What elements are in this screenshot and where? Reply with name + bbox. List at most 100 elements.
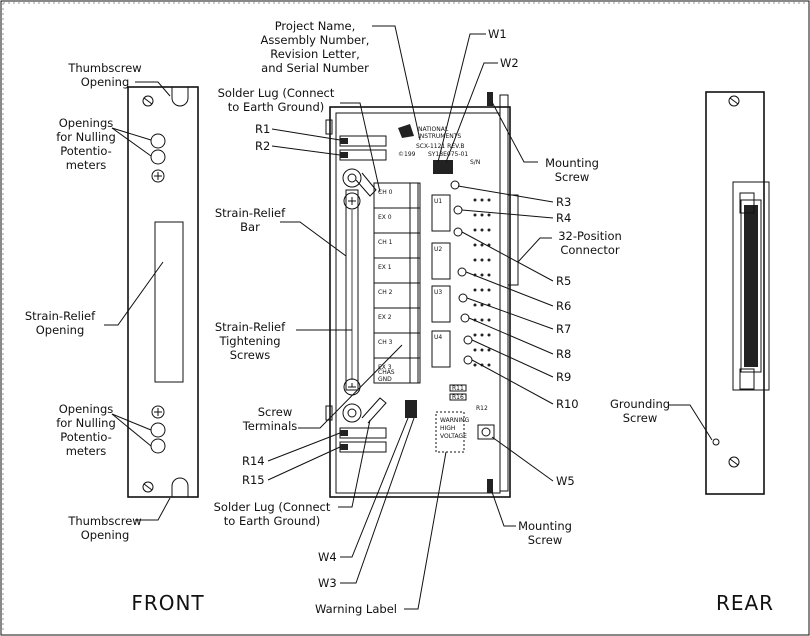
r11-label: R11 [452, 385, 464, 392]
ic-u3 [431, 285, 451, 323]
front-title: FRONT [131, 591, 204, 615]
mounting-bottom-label-l1: Mounting [518, 519, 572, 533]
terminal-ex1: EX 1 [378, 264, 392, 271]
mounting-top-label-l1: Mounting [545, 156, 599, 170]
ic-u4 [431, 330, 451, 368]
strain-relief-opening-label-l1: Strain-Relief [25, 309, 96, 323]
rear-title: REAR [716, 591, 774, 615]
w2-label: W2 [500, 56, 519, 70]
u1-label: U1 [434, 198, 442, 205]
nulling-bottom-label-l1: Openings [59, 402, 114, 416]
ic-u2 [431, 242, 451, 280]
nulling-opening [150, 422, 166, 438]
thumbscrew-bottom-label-l2: Opening [81, 528, 130, 542]
front-labels: Thumbscrew Opening Openings for Nulling … [25, 61, 204, 615]
u4-label: U4 [434, 334, 442, 341]
strain-relief-bar-label-l2: Bar [240, 220, 260, 234]
warning-label-graphic: WARNING HIGH VOLTAGE [435, 411, 470, 453]
grounding-label-l2: Screw [623, 411, 658, 425]
board-model: SCX-1121 REV.B [416, 143, 464, 150]
solder-lug-bottom-label-l2: to Earth Ground) [224, 514, 320, 528]
u2-label: U2 [434, 246, 442, 253]
front-panel [127, 86, 199, 498]
strain-relief-screw [343, 192, 361, 210]
terminal-ch3: CH 3 [378, 339, 393, 346]
thumbscrew-top-label-l1: Thumbscrew [67, 61, 141, 75]
terminal-ch2: CH 2 [378, 289, 393, 296]
nulling-bottom-label-l3: Potentio- [60, 430, 112, 444]
nulling-bottom-label-l2: for Nulling [56, 416, 116, 430]
warning-text-3: VOLTAGE [440, 433, 467, 440]
u3-label: U3 [434, 289, 442, 296]
nulling-top-label-l3: Potentio- [60, 144, 112, 158]
screw-terminals-label-l1: Screw [258, 405, 293, 419]
nulling-bottom-label-l4: meters [66, 444, 107, 458]
module-board: NATIONAL INSTRUMENTS SCX-1121 REV.B ©199… [325, 92, 519, 498]
brand-line-2: INSTRUMENTS [418, 133, 461, 140]
r16-label: R16 [452, 394, 464, 401]
tightening-label-l1: Strain-Relief [215, 320, 286, 334]
mounting-bottom-label-l2: Screw [528, 533, 563, 547]
brand-line-1: NATIONAL [418, 126, 449, 133]
thumbscrew-opening-bottom [171, 477, 189, 497]
nulling-top-label-l1: Openings [59, 116, 114, 130]
r6-label: R6 [556, 299, 571, 313]
nulling-opening [150, 133, 166, 149]
nulling-opening [150, 438, 166, 454]
solder-lug-bottom [342, 403, 362, 423]
thumbscrew-opening-top [171, 87, 189, 107]
gnd-label: GND [378, 376, 392, 383]
tightening-label-l3: Screws [230, 348, 271, 362]
r15-label: R15 [242, 473, 265, 487]
project-label-l1: Project Name, [275, 19, 356, 33]
chas-label: CHAS [378, 369, 395, 376]
terminal-ch1: CH 1 [378, 239, 393, 246]
nulling-opening [150, 149, 166, 165]
r2-label: R2 [255, 139, 270, 153]
connector-label-l1: 32-Position [558, 229, 622, 243]
project-label-l3: Revision Letter, [270, 47, 359, 61]
r5-label: R5 [556, 274, 571, 288]
rear-connector [732, 181, 770, 391]
r9-label: R9 [556, 370, 571, 384]
grounding-screw [712, 438, 720, 446]
warning-text-1: WARNING [440, 417, 470, 424]
grounding-label-l1: Grounding [610, 397, 670, 411]
center-right-labels: W1 W2 Mounting Screw R3 R4 32-Position C… [437, 27, 622, 547]
w5-label: W5 [556, 474, 575, 488]
tightening-label-l2: Tightening [218, 334, 280, 348]
terminal-ex3: EX 3 [378, 364, 392, 371]
warning-label-text: Warning Label [315, 602, 397, 616]
rear-panel: Grounding Screw REAR [610, 91, 774, 615]
jumper-w5 [477, 424, 495, 440]
w3-label: W3 [318, 576, 337, 590]
project-label-l2: Assembly Number, [261, 33, 370, 47]
solder-lug-top [342, 168, 362, 188]
thumbscrew-bottom-label-l1: Thumbscrew [67, 514, 141, 528]
r3-label: R3 [556, 195, 571, 209]
r7-label: R7 [556, 322, 571, 336]
board-serial: SY18E075-01 [428, 151, 468, 158]
screw-terminal-block: CH 0 EX 0 CH 1 EX 1 CH 2 EX 2 CH 3 EX 3 … [373, 182, 421, 384]
connector-label-l2: Connector [560, 243, 620, 257]
jumper-w1-w2 [433, 160, 453, 174]
strain-relief-bar [345, 189, 359, 391]
project-label-l4: and Serial Number [261, 61, 369, 75]
w4-label: W4 [318, 550, 337, 564]
board-year: ©199 [398, 151, 416, 158]
thumbscrew-top-label-l2: Opening [81, 75, 130, 89]
strain-relief-bar-label-l1: Strain-Relief [215, 206, 286, 220]
terminal-ch0: CH 0 [378, 189, 393, 196]
center-left-labels: Project Name, Assembly Number, Revision … [214, 19, 447, 616]
r12-label: R12 [476, 405, 488, 412]
terminal-ex0: EX 0 [378, 214, 392, 221]
solder-lug-bottom-label-l1: Solder Lug (Connect [214, 500, 331, 514]
mounting-top-label-l2: Screw [555, 170, 590, 184]
solder-lug-top-label-l1: Solder Lug (Connect [218, 86, 335, 100]
warning-text-2: HIGH [440, 425, 455, 432]
r4-label: R4 [556, 211, 571, 225]
board-sn: S/N [470, 159, 480, 166]
nulling-top-label-l4: meters [66, 158, 107, 172]
